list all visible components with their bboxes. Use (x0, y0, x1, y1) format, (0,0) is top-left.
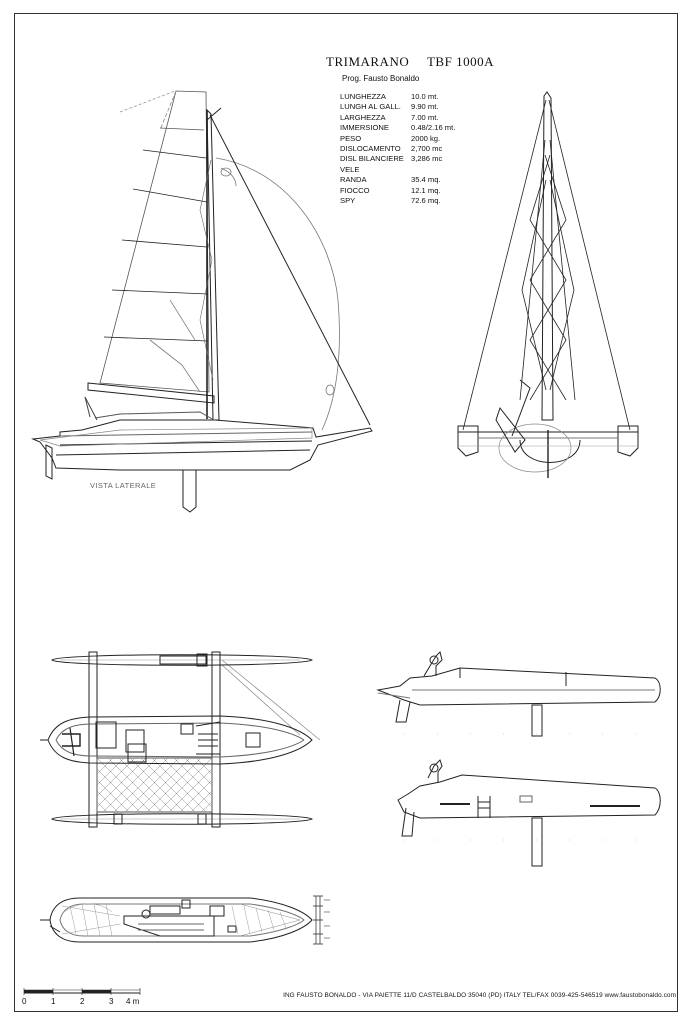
spec-row: RANDA 35.4 mq. (340, 175, 455, 185)
rudder (45, 444, 53, 480)
spec-label: DISL BILANCIERE (340, 154, 404, 164)
spec-row: LUNGHEZZA 10.0 mt. (340, 92, 455, 102)
drawing-title: TRIMARANO TBF 1000A (326, 54, 494, 70)
ama-float-side (39, 427, 313, 447)
spec-row: PESO 2000 kg. (340, 134, 455, 144)
spec-label: LARGHEZZA (340, 112, 386, 122)
spec-label: IMMERSIONE (340, 123, 389, 133)
title-block: TRIMARANO TBF 1000A Prog. Fausto Bonaldo… (326, 54, 494, 206)
scale-tick-label: 4 m (126, 997, 140, 1006)
spec-label: LUNGHEZZA (340, 92, 386, 101)
net-mesh (96, 757, 213, 813)
spec-value: 10.0 mt. (411, 92, 439, 101)
designer-credit: Prog. Fausto Bonaldo (342, 74, 420, 83)
front-mast (541, 91, 554, 421)
main-hull-plan (40, 715, 313, 765)
title-type: TRIMARANO (326, 54, 410, 69)
plan-view (40, 651, 321, 828)
spec-label: FIOCCO (340, 185, 370, 195)
spec-row: LARGHEZZA 7.00 mt. (340, 113, 455, 123)
scale-tick-label: 3 (109, 997, 114, 1006)
spec-label: DISLOCAMENTO (340, 144, 401, 154)
side-view (31, 90, 373, 513)
spec-label: RANDA (340, 175, 367, 185)
spec-value: 35.4 mq. (411, 175, 441, 185)
main-hull-side (31, 396, 373, 471)
front-view (457, 91, 639, 478)
spinnaker (215, 157, 340, 431)
footer-contact: ING FAUSTO BONALDO - VIA PAIETTE 11/D CA… (283, 992, 676, 999)
spec-value: 3,286 mc (411, 154, 443, 164)
lower-ama (51, 813, 314, 825)
spec-value: 72.6 mq. (411, 196, 441, 206)
scale-bar (23, 988, 141, 995)
spec-label: LUNGH AL GALL. (340, 102, 401, 112)
spec-label: SPY (340, 196, 356, 206)
profile-keel-lower (531, 817, 543, 867)
spec-row: IMMERSIONE 0.48/2.16 mt. (340, 123, 455, 133)
side-view-label: VISTA LATERALE (90, 481, 157, 490)
scale-tick-label: 1 (51, 997, 56, 1006)
spec-row: DISL BILANCIERE 3,286 mc (340, 154, 455, 164)
spec-label: PESO (340, 133, 362, 143)
title-model: TBF 1000A (426, 54, 494, 69)
scale-tick-label: 2 (80, 997, 85, 1006)
spec-value: 7.00 mt. (411, 112, 439, 122)
upper-ama (51, 653, 314, 667)
profile-view-upper (376, 651, 661, 737)
boom (87, 382, 215, 404)
spec-label: VELE (340, 164, 360, 174)
spec-value: 2000 kg. (411, 133, 441, 143)
front-hulls (457, 379, 639, 478)
spec-row: DISLOCAMENTO 2,700 mc (340, 144, 455, 154)
spec-value: 12.1 mq. (411, 185, 441, 195)
spec-row: FIOCCO 12.1 mq. (340, 186, 455, 196)
spec-value: 9.90 mt. (411, 102, 439, 112)
front-rigging (462, 99, 631, 431)
spec-value: 2,700 mc (411, 144, 443, 154)
profile-keel-upper (531, 704, 543, 737)
spec-row: SPY 72.6 mq. (340, 196, 455, 206)
drawing-sheet-border (14, 13, 678, 1012)
scale-tick-label: 0 (22, 997, 27, 1006)
spec-value: 0.48/2.16 mt. (411, 123, 456, 133)
trampoline-net (96, 757, 213, 813)
spec-row: LUNGH AL GALL. 9.90 mt. (340, 102, 455, 112)
mainsail (99, 90, 210, 393)
deck-plan (40, 897, 313, 943)
mast-rigging (199, 107, 371, 426)
deck-plan-dimensions (313, 895, 330, 945)
profile-view-lower (397, 759, 661, 867)
keel (182, 469, 197, 513)
spec-row: VELE (340, 165, 455, 175)
